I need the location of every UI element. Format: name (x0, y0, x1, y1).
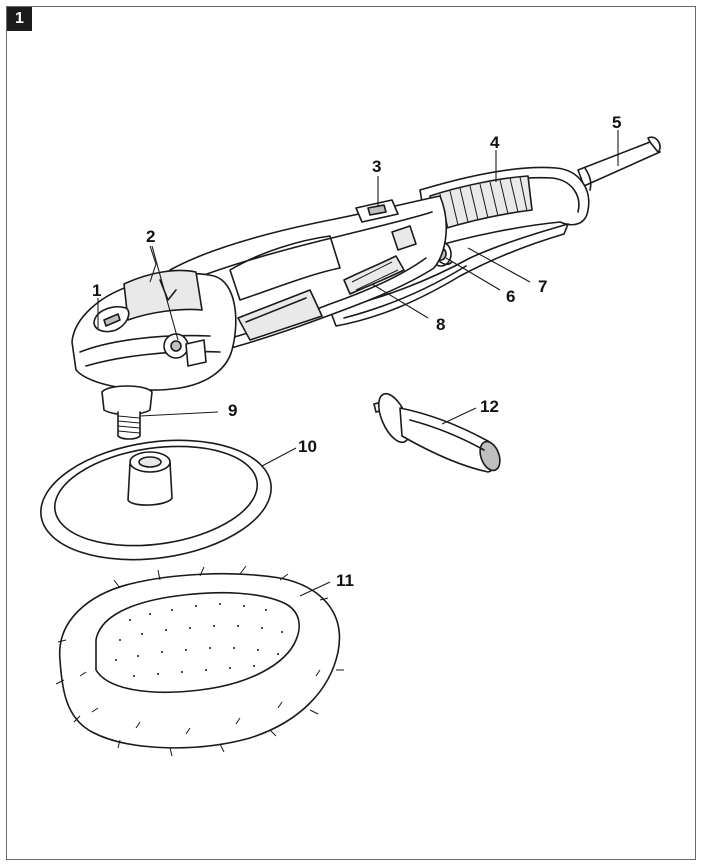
rear-handle (419, 166, 590, 249)
callout-4: 4 (490, 133, 500, 152)
spindle-thread (101, 385, 153, 440)
lower-grip (329, 223, 569, 327)
callout-9: 9 (228, 401, 237, 420)
callout-6: 6 (506, 287, 515, 306)
polisher-machine (71, 136, 661, 440)
callout-11: 11 (336, 571, 354, 590)
callout-7: 7 (538, 277, 547, 296)
motor-housing (169, 195, 448, 359)
auxiliary-handle (373, 392, 501, 473)
figure-frame (6, 6, 696, 860)
power-cord (577, 136, 661, 191)
callout-5: 5 (612, 113, 621, 132)
bonnet-dots (115, 603, 283, 677)
callout-2: 2 (146, 227, 155, 246)
side-vents (343, 225, 417, 295)
leader-lines (97, 130, 619, 597)
callout-10: 10 (298, 437, 317, 456)
callout-3: 3 (372, 157, 381, 176)
callout-labels: 1 2 3 4 5 6 7 8 9 10 11 12 (92, 113, 621, 590)
on-off-switch (355, 199, 399, 223)
gear-head (71, 269, 237, 391)
polishing-bonnet (55, 565, 344, 757)
spindle-lock-button (93, 306, 130, 333)
figure-number-badge: 1 (7, 7, 32, 31)
callout-1: 1 (92, 281, 101, 300)
callout-12: 12 (480, 397, 499, 416)
backing-pad (40, 439, 272, 561)
wool-texture (55, 565, 344, 757)
callout-8: 8 (436, 315, 445, 334)
